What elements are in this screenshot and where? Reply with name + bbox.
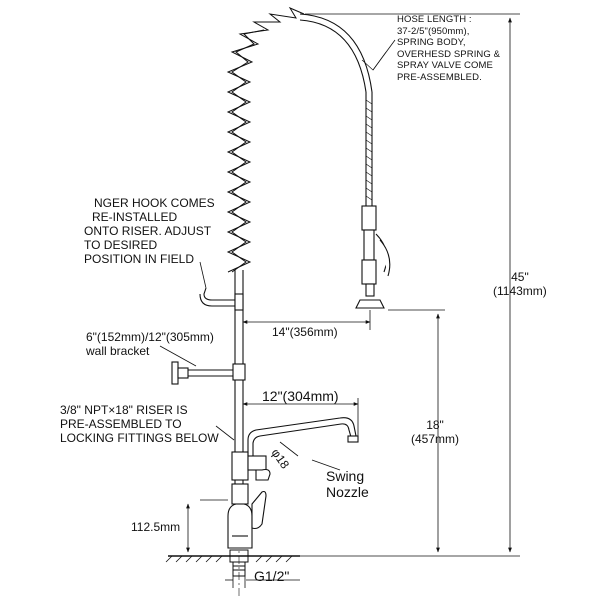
hook-note-line: NGER HOOK COMES	[94, 196, 215, 210]
hose-note-line: PRE-ASSEMBLED.	[397, 71, 482, 83]
inlet-thread-dimension: G1/2"	[254, 568, 290, 584]
hook-note-line: TO DESIRED	[84, 238, 158, 252]
hanger-hook-note: NGER HOOK COMES RE-INSTALLED ONTO RISER.…	[84, 196, 215, 266]
dimension-lines	[159, 13, 520, 588]
bracket-note-line: wall bracket	[86, 344, 150, 358]
swing-nozzle-line: Swing	[326, 468, 365, 484]
overall-height-inch: 45"	[511, 270, 529, 284]
overhead-hose	[299, 13, 373, 206]
hook-note-line: POSITION IN FIELD	[84, 252, 195, 266]
hose-note-line: SPRAY VALVE COME	[397, 60, 493, 71]
wall-bracket	[171, 361, 246, 385]
hose-note-line: HOSE LENGTH :	[397, 14, 472, 25]
hose-note-line: OVERHESD SPRING &	[397, 48, 501, 60]
spout-reach-dimension: 12"(304mm)	[262, 388, 339, 404]
hose-note-line: 37-2/5"(950mm),	[397, 25, 470, 37]
bracket-note-line: 6"(152mm)/12"(305mm)	[86, 330, 214, 344]
spout-valve	[231, 451, 271, 481]
riser-note-line: 3/8" NPT×18" RISER IS	[60, 403, 188, 417]
overall-height-dimension: 45" (1143mm)	[493, 270, 547, 298]
inlet-shank	[229, 540, 249, 596]
counter-surface	[165, 555, 300, 563]
hose-length-note: HOSE LENGTH : 37-2/5"(950mm), SPRING BOD…	[397, 14, 500, 83]
wall-bracket-note: 6"(152mm)/12"(305mm) wall bracket	[86, 330, 214, 358]
overall-height-mm: (1143mm)	[493, 284, 547, 298]
base-valve-body	[227, 483, 267, 549]
riser-note-line: LOCKING FITTINGS BELOW	[60, 431, 219, 445]
hook-note-line: ONTO RISER. ADJUST	[84, 224, 212, 238]
hanger-hook	[199, 287, 244, 311]
swing-spout	[247, 417, 359, 456]
hook-note-line: RE-INSTALLED	[92, 210, 178, 224]
spray-reach-dimension: 14"(356mm)	[272, 325, 338, 339]
base-height-dimension: 112.5mm	[131, 520, 181, 534]
spout-height-inch: 18"	[426, 418, 444, 432]
riser-note-line: PRE-ASSEMBLED TO	[60, 417, 182, 431]
hose-note-line: SPRING BODY,	[397, 37, 466, 48]
spring-coil	[226, 6, 305, 273]
spout-height-mm: (457mm)	[411, 432, 460, 446]
swing-nozzle-label: Swing Nozzle	[326, 468, 369, 500]
riser-note: 3/8" NPT×18" RISER IS PRE-ASSEMBLED TO L…	[60, 403, 219, 445]
swing-nozzle-line: Nozzle	[326, 484, 369, 500]
spray-valve	[355, 205, 391, 309]
spout-height-dimension: 18" (457mm)	[411, 418, 459, 446]
